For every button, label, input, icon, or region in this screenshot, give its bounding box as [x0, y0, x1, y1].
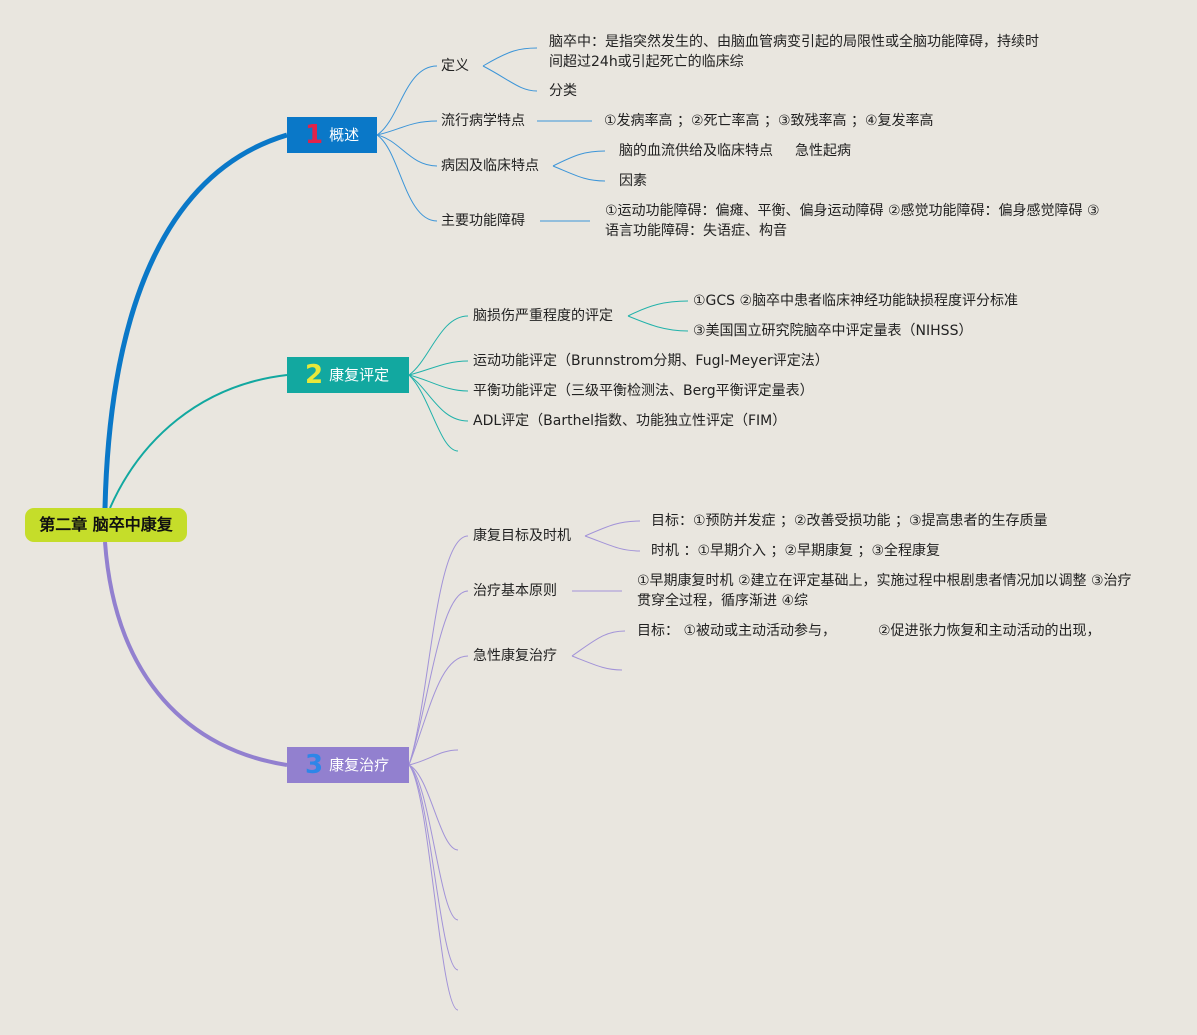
topic-severity[interactable]: 脑损伤严重程度的评定 — [473, 308, 613, 324]
branch-overview[interactable]: 1 概述 — [287, 117, 377, 153]
topic-goal[interactable]: 目标：①预防并发症 ；②改善受损功能 ；③提高患者的生存质量 — [651, 513, 1048, 529]
root-to-assessment-line — [109, 374, 288, 509]
therapy-connectors — [408, 520, 641, 1011]
topic-principles-text[interactable]: ①早期康复时机 ②建立在评定基础上，实施过程中根剧患者情况加以调整 ③治疗贯穿全… — [637, 573, 1132, 609]
branch-label: 康复评定 — [329, 366, 390, 384]
topic-dysfunction[interactable]: 主要功能障碍 — [441, 213, 525, 229]
topic-motor-assessment[interactable]: 运动功能评定（Brunnstrom分期、Fugl-Meyer评定法） — [473, 353, 829, 369]
branch-number: 1 — [305, 120, 324, 150]
branch-number: 2 — [305, 360, 324, 390]
topic-acute-therapy[interactable]: 急性康复治疗 — [473, 648, 557, 664]
topic-epidemiology-text[interactable]: ①发病率高 ；②死亡率高 ；③致残率高 ；④复发率高 — [604, 113, 934, 129]
topic-definition-text[interactable]: 脑卒中：是指突然发生的、由脑血管病变引起的局限性或全脑功能障碍，持续时间超过24… — [549, 34, 1039, 70]
topic-etiology[interactable]: 病因及临床特点 — [441, 158, 539, 174]
topic-principles[interactable]: 治疗基本原则 — [473, 583, 557, 599]
root-topic[interactable]: 第二章 脑卒中康复 — [25, 508, 187, 542]
topic-acute-goal2[interactable]: ②促进张力恢复和主动活动的出现， — [878, 623, 1101, 639]
branch-assessment[interactable]: 2 康复评定 — [287, 357, 409, 393]
topic-adl-assessment[interactable]: ADL评定（Barthel指数、功能独立性评定（FIM） — [473, 413, 787, 429]
topic-definition[interactable]: 定义 — [441, 58, 469, 74]
topic-severity-item1[interactable]: ①GCS ②脑卒中患者临床神经功能缺损程度评分标准 — [693, 293, 1019, 309]
topic-epidemiology[interactable]: 流行病学特点 — [441, 113, 525, 129]
overview-connectors — [376, 47, 606, 222]
topic-timing[interactable]: 时机 ：①早期介入 ；②早期康复 ；③全程康复 — [651, 543, 941, 559]
topic-balance-assessment[interactable]: 平衡功能评定（三级平衡检测法、Berg平衡评定量表） — [473, 383, 814, 399]
root-to-therapy-line — [103, 541, 288, 767]
topic-blood-supply[interactable]: 脑的血流供给及临床特点 — [619, 143, 773, 159]
topic-goals-timing[interactable]: 康复目标及时机 — [473, 528, 571, 544]
branch-label: 概述 — [329, 126, 360, 144]
topic-acute-goal1[interactable]: 目标： ①被动或主动活动参与， — [637, 623, 837, 639]
topic-acute-onset[interactable]: 急性起病 — [795, 143, 851, 159]
topic-factors[interactable]: 因素 — [619, 173, 647, 189]
branch-therapy[interactable]: 3 康复治疗 — [287, 747, 409, 783]
assessment-connectors — [408, 300, 689, 452]
root-to-overview-line — [102, 132, 288, 509]
topic-dysfunction-text[interactable]: ①运动功能障碍：偏瘫、平衡、偏身运动障碍 ②感觉功能障碍：偏身感觉障碍 ③语言功… — [605, 203, 1100, 239]
branch-label: 康复治疗 — [329, 756, 390, 774]
branch-number: 3 — [305, 750, 324, 780]
topic-severity-item2[interactable]: ③美国国立研究院脑卒中评定量表（NIHSS） — [693, 323, 973, 339]
topic-classification[interactable]: 分类 — [549, 83, 577, 99]
